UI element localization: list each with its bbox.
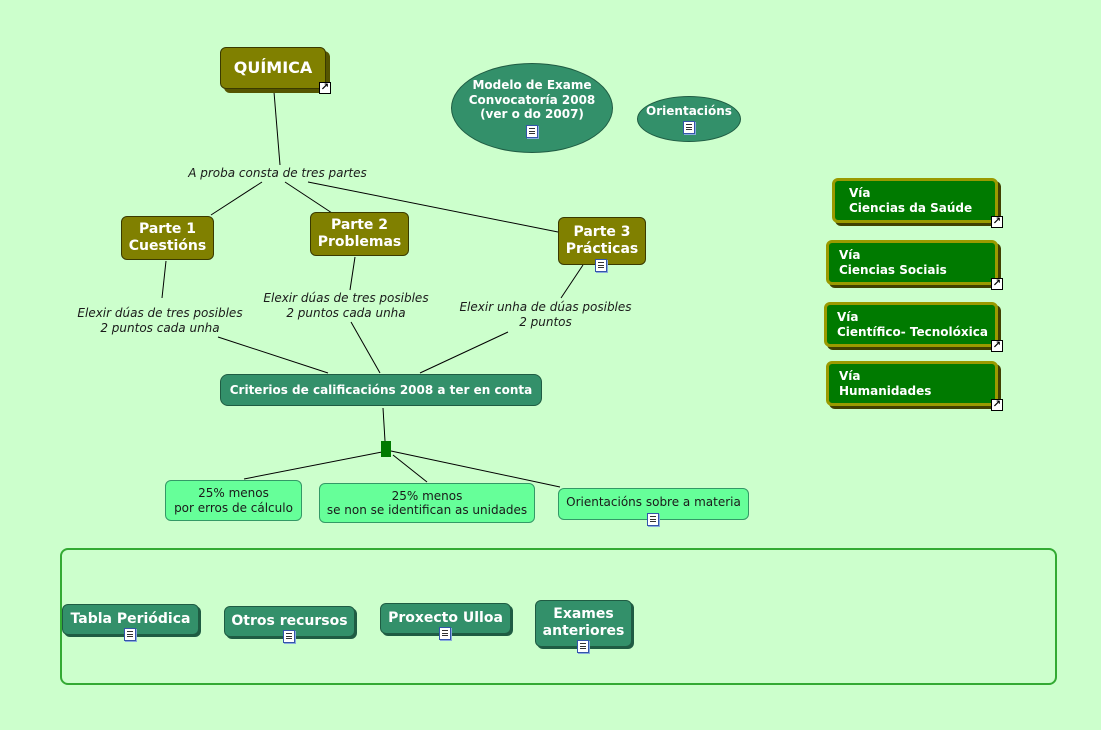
resources-frame: [60, 548, 1057, 685]
linking-phrase-partes: A proba consta de tres partes: [188, 166, 367, 180]
document-icon[interactable]: [683, 120, 695, 134]
concept-criterios[interactable]: Criterios de calificacións 2008 a ter en…: [220, 374, 542, 406]
link-icon[interactable]: ↗: [991, 278, 1003, 290]
link-icon[interactable]: ↗: [991, 340, 1003, 352]
document-icon[interactable]: [647, 513, 659, 526]
link-icon[interactable]: ↗: [991, 216, 1003, 228]
document-icon[interactable]: [439, 627, 451, 640]
concept-via-humanidades[interactable]: Vía Humanidades: [826, 361, 998, 406]
root-concept-quimica[interactable]: QUÍMICA: [220, 47, 326, 89]
concept-parte-3[interactable]: Parte 3 Prácticas: [558, 217, 646, 265]
root-label: QUÍMICA: [233, 58, 313, 78]
concept-via-ciencias-da-saude[interactable]: Vía Ciencias da Saúde: [832, 178, 998, 223]
concept-erros-de-calculo[interactable]: 25% menos por erros de cálculo: [165, 480, 302, 521]
linking-phrase-parte-3: Elexir unha de dúas posibles 2 puntos: [459, 300, 632, 329]
document-icon[interactable]: [124, 628, 136, 641]
document-icon[interactable]: [526, 124, 538, 138]
document-icon[interactable]: [595, 259, 607, 272]
linking-phrase-parte-1: Elexir dúas de tres posibles 2 puntos ca…: [77, 306, 243, 335]
document-icon[interactable]: [283, 630, 295, 643]
resource-otros-recursos[interactable]: Otros recursos: [224, 606, 355, 637]
document-icon[interactable]: [577, 640, 589, 653]
concept-via-ciencias-sociais[interactable]: Vía Ciencias Sociais: [826, 240, 998, 285]
concept-parte-1[interactable]: Parte 1 Cuestións: [121, 216, 214, 260]
concept-modelo-de-exame[interactable]: Modelo de Exame Convocatoría 2008 (ver o…: [451, 63, 613, 153]
resource-proxecto-ulloa[interactable]: Proxecto Ulloa: [380, 603, 511, 634]
resource-exames-anteriores[interactable]: Exames anteriores: [535, 600, 632, 647]
concept-orientacions[interactable]: Orientacións: [637, 96, 741, 142]
concept-unidades[interactable]: 25% menos se non se identifican as unida…: [319, 483, 535, 523]
concept-parte-2[interactable]: Parte 2 Problemas: [310, 212, 409, 256]
link-icon[interactable]: ↗: [991, 399, 1003, 411]
link-icon[interactable]: ↗: [319, 82, 331, 94]
linking-phrase-parte-2: Elexir dúas de tres posibles 2 puntos ca…: [263, 291, 429, 320]
junction-node: [381, 441, 391, 457]
concept-via-cientifico-tecnoloxica[interactable]: Vía Científico- Tecnolóxica: [824, 302, 998, 347]
concept-orientacions-materia[interactable]: Orientacións sobre a materia: [558, 488, 749, 520]
